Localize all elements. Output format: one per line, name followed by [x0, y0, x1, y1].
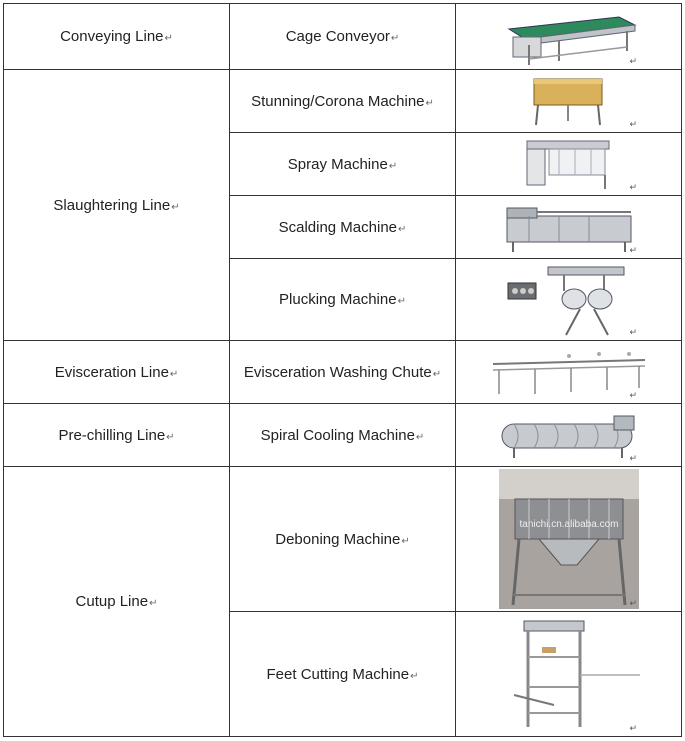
machine-cell: Scalding Machine↵	[229, 195, 456, 259]
machine-cell: Evisceration Washing Chute↵	[229, 340, 456, 404]
scalding-machine-image: ↵	[455, 195, 682, 259]
machine-cell: Deboning Machine↵	[229, 466, 456, 612]
table-row: Evisceration Line↵ Evisceration Washing …	[3, 340, 682, 404]
cage-conveyor-image: ↵	[455, 3, 682, 70]
table-row: Pre-chilling Line↵ Spiral Cooling Machin…	[3, 403, 682, 467]
line-cell: Evisceration Line↵	[3, 340, 230, 404]
line-cell: Cutup Line↵	[3, 466, 230, 737]
table-row: Feet Cutting Machine↵ ↵	[4, 611, 682, 737]
table-row: Conveying Line↵ Cage Conveyor↵ ↵	[3, 3, 682, 70]
machine-cell: Spray Machine↵	[229, 132, 456, 196]
machine-cell: Plucking Machine↵	[229, 258, 456, 341]
line-cell: Pre-chilling Line↵	[3, 403, 230, 467]
machine-cell: Cage Conveyor↵	[229, 3, 456, 70]
plucking-machine-image: ↵	[455, 258, 682, 341]
feet-cutter-image: ↵	[455, 611, 682, 737]
watermark-text: tanichi.cn.alibaba.com	[519, 519, 618, 530]
machine-cell: Spiral Cooling Machine↵	[229, 403, 456, 467]
spiral-cooler-image: ↵	[455, 403, 682, 467]
table-row: Scalding Machine↵ ↵	[4, 195, 682, 259]
evisceration-chute-image: ↵	[455, 340, 682, 404]
line-cell: Slaughtering Line↵	[3, 69, 230, 341]
stunning-machine-image: ↵	[455, 69, 682, 133]
deboning-machine-image: tanichi.cn.alibaba.com ↵	[455, 466, 682, 612]
table-row: Slaughtering Line↵ Stunning/Corona Machi…	[3, 69, 682, 341]
line-cell: Conveying Line↵	[3, 3, 230, 70]
table-row: Spray Machine↵ ↵	[4, 132, 682, 196]
spray-machine-image: ↵	[455, 132, 682, 196]
equipment-table: Conveying Line↵ Cage Conveyor↵ ↵ Slaught…	[3, 3, 682, 737]
machine-cell: Stunning/Corona Machine↵	[229, 69, 456, 133]
table-row: Cutup Line↵ Deboning Machine↵ tanichi.cn…	[3, 466, 682, 737]
machine-cell: Feet Cutting Machine↵	[229, 611, 456, 737]
